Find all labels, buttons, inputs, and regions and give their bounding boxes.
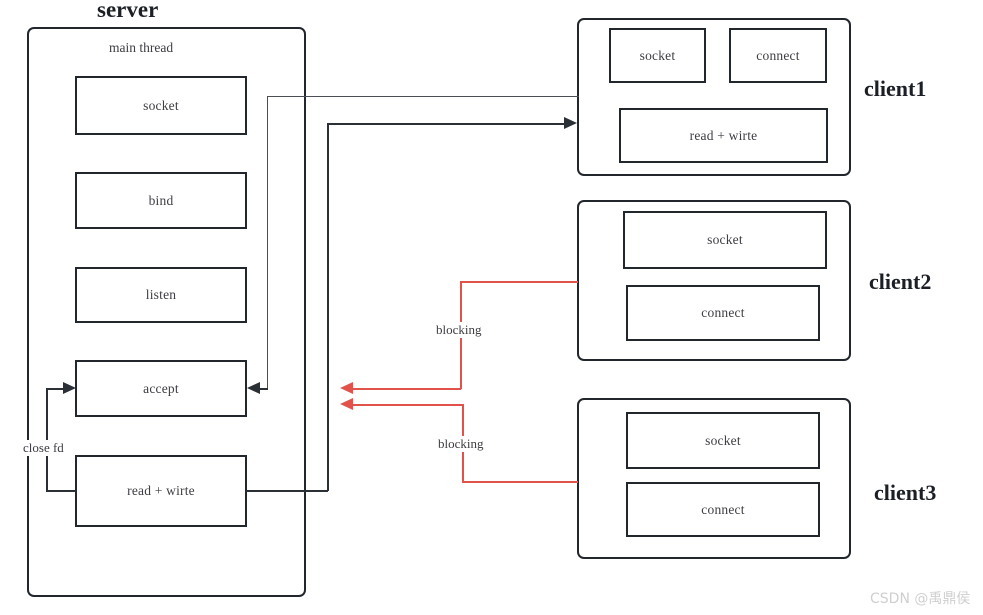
client3-box-socket[interactable]: socket xyxy=(626,412,820,469)
client3-container xyxy=(577,398,851,559)
server-step-socket[interactable]: socket xyxy=(75,76,247,135)
client1-box-connect[interactable]: connect xyxy=(729,28,827,83)
conn-close-fd-top xyxy=(46,388,64,390)
main-thread-label: main thread xyxy=(109,40,174,55)
conn-blocking1-arrowhead xyxy=(340,382,353,394)
csdn-watermark: CSDN @禹鼎侯 xyxy=(870,591,971,607)
server-step-accept[interactable]: accept xyxy=(75,360,247,417)
conn-close-fd-arrowhead xyxy=(63,382,76,394)
client2-box-connect[interactable]: connect xyxy=(626,285,820,341)
blocking-label-2: blocking xyxy=(436,436,486,452)
client1-box-socket[interactable]: socket xyxy=(609,28,706,83)
server-container xyxy=(27,27,306,597)
blocking-label-1: blocking xyxy=(434,322,484,338)
conn-close-fd-bottom xyxy=(46,490,76,492)
conn-close-fd-vert xyxy=(46,388,48,491)
client3-label: client3 xyxy=(874,480,937,505)
conn-blocking2-top xyxy=(352,404,463,406)
conn-client1-to-accept-top xyxy=(267,96,579,97)
server-step-listen[interactable]: listen xyxy=(75,267,247,323)
client3-box-connect[interactable]: connect xyxy=(626,482,820,537)
conn-readwrite-to-client1-top xyxy=(327,123,564,125)
conn-blocking2-bottom xyxy=(462,481,578,483)
client2-container xyxy=(577,200,851,361)
client1-box-read-write[interactable]: read + wirte xyxy=(619,108,828,163)
conn-client1-to-accept-arrowhead xyxy=(247,382,260,394)
conn-blocking1-bottom xyxy=(352,388,461,390)
server-step-bind[interactable]: bind xyxy=(75,172,247,229)
client2-box-socket[interactable]: socket xyxy=(623,211,827,269)
client2-label: client2 xyxy=(869,269,932,294)
client1-label: client1 xyxy=(864,76,927,101)
server-title: server xyxy=(97,0,159,22)
conn-blocking2-arrowhead xyxy=(340,398,353,410)
conn-readwrite-to-client1-bottom xyxy=(246,490,328,492)
conn-client1-to-accept-vert xyxy=(267,96,268,389)
conn-blocking1-top xyxy=(460,281,578,283)
conn-readwrite-to-client1-arrowhead xyxy=(564,117,577,129)
conn-readwrite-to-client1-vert xyxy=(327,123,329,491)
client1-container xyxy=(577,18,851,176)
close-fd-label: close fd xyxy=(22,440,65,456)
server-step-read-write[interactable]: read + wirte xyxy=(75,455,247,527)
conn-client1-to-accept-bottom xyxy=(258,388,268,390)
